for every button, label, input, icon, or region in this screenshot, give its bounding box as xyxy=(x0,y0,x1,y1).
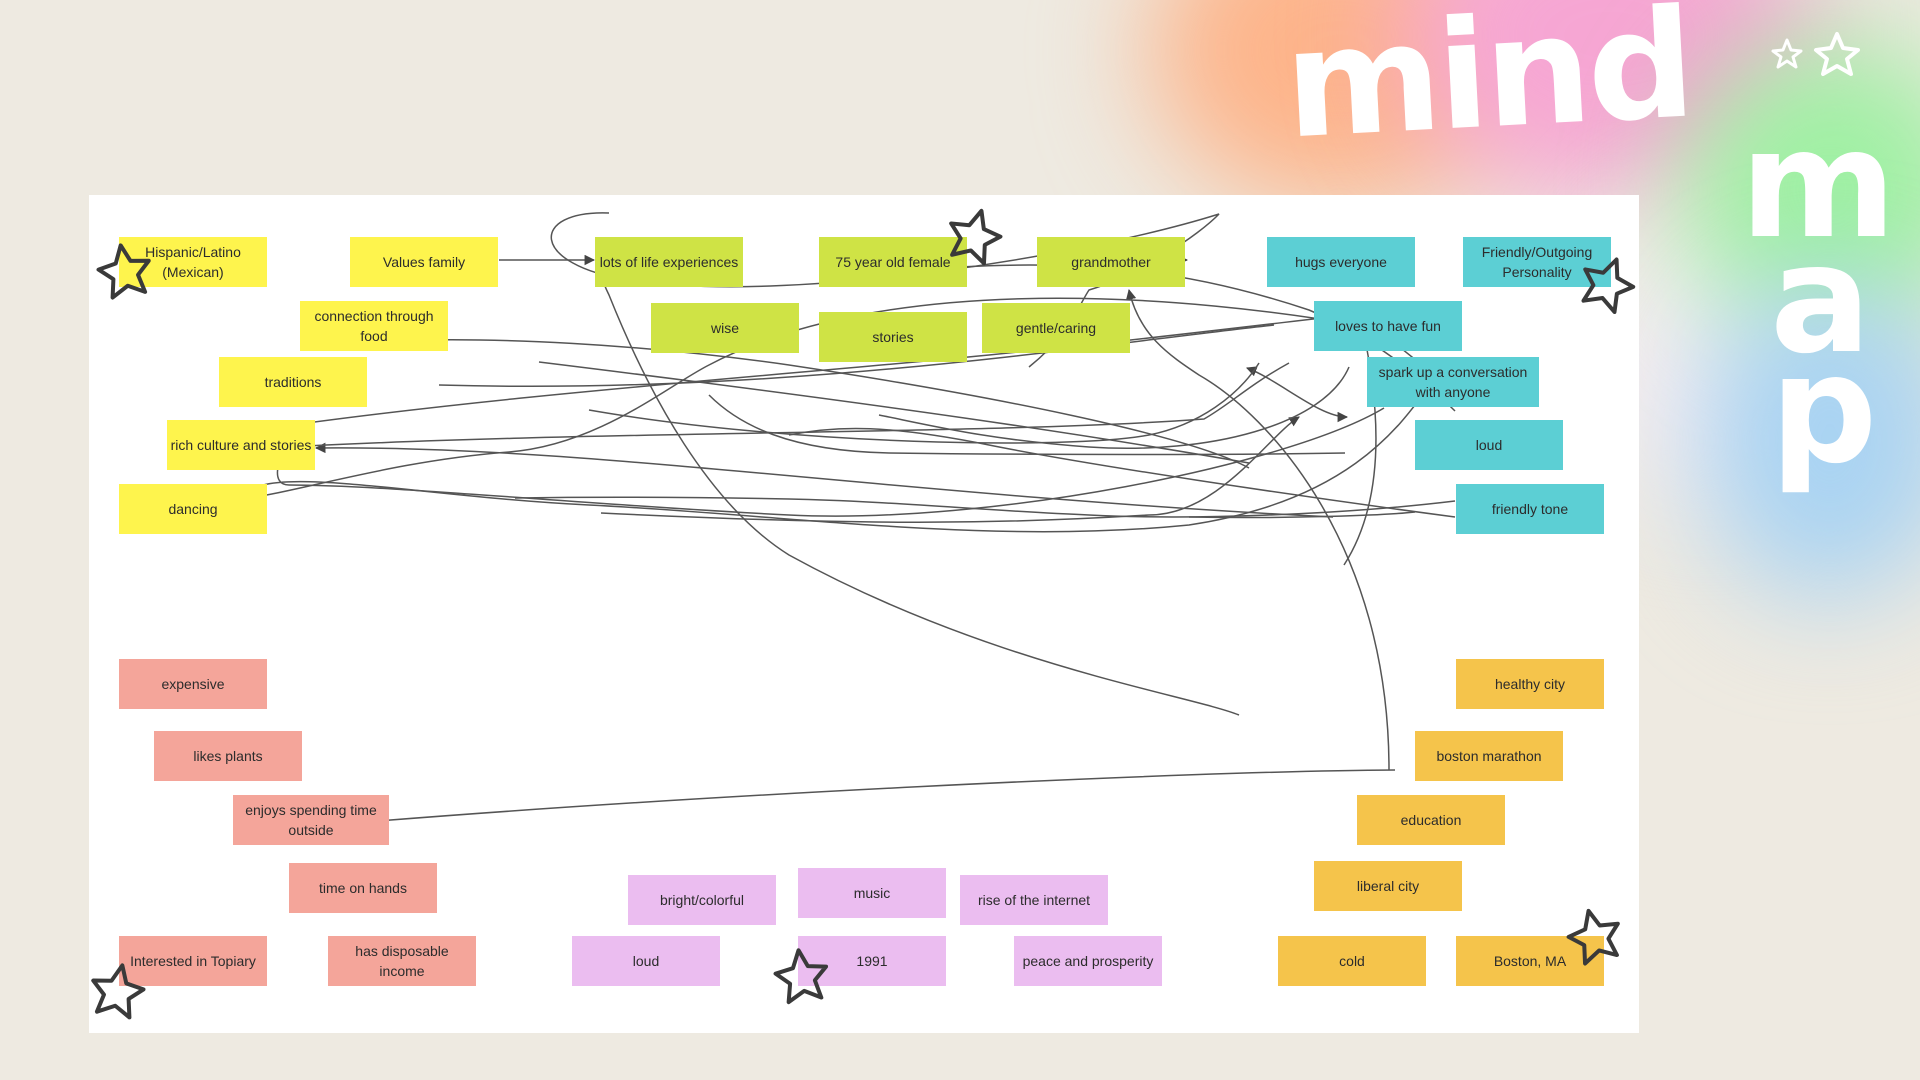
node-1991[interactable]: 1991 xyxy=(798,936,946,986)
node-stories[interactable]: stories xyxy=(819,312,967,362)
connector xyxy=(367,336,1250,469)
node-dancing[interactable]: dancing xyxy=(119,484,267,534)
connector xyxy=(235,362,1450,533)
connector xyxy=(788,427,1456,518)
node-connection-through-food[interactable]: connection through food xyxy=(300,301,448,351)
title-map-letter-m: m xyxy=(1740,98,1897,272)
node-loves-to-have-fun[interactable]: loves to have fun xyxy=(1314,301,1462,351)
node-likes-plants[interactable]: likes plants xyxy=(154,731,302,781)
node-bright-colorful[interactable]: bright/colorful xyxy=(628,875,776,925)
connector xyxy=(708,394,1346,456)
node-lots-of-life-experiences[interactable]: lots of life experiences xyxy=(595,237,743,287)
node-boston-ma[interactable]: Boston, MA xyxy=(1456,936,1604,986)
title-mind: mind xyxy=(1280,0,1696,173)
node-wise[interactable]: wise xyxy=(651,303,799,353)
connector xyxy=(588,362,1260,444)
node-era-loud[interactable]: loud xyxy=(572,936,720,986)
connector xyxy=(538,361,1250,464)
node-cold[interactable]: cold xyxy=(1278,936,1426,986)
node-enjoys-spending-time-outside[interactable]: enjoys spending time outside xyxy=(233,795,389,845)
node-hispanic-latino[interactable]: Hispanic/Latino (Mexican) xyxy=(119,237,267,287)
connector xyxy=(1125,288,1390,771)
node-education[interactable]: education xyxy=(1357,795,1505,845)
connector xyxy=(438,324,1275,388)
connector xyxy=(276,407,1385,517)
connector xyxy=(514,496,1456,518)
node-gentle-caring[interactable]: gentle/caring xyxy=(982,303,1130,353)
node-liberal-city[interactable]: liberal city xyxy=(1314,861,1462,911)
title-map-letter-p: p xyxy=(1770,323,1878,497)
node-peace-and-prosperity[interactable]: peace and prosperity xyxy=(1014,936,1162,986)
connector xyxy=(1246,366,1349,423)
node-music[interactable]: music xyxy=(798,868,946,918)
node-rich-culture-and-stories[interactable]: rich culture and stories xyxy=(167,420,315,470)
node-healthy-city[interactable]: healthy city xyxy=(1456,659,1604,709)
connector xyxy=(1188,511,1416,519)
node-personality-loud[interactable]: loud xyxy=(1415,420,1563,470)
mind-map-canvas: Hispanic/Latino (Mexican) Values family … xyxy=(89,195,1639,1033)
node-friendly-outgoing-personality[interactable]: Friendly/Outgoing Personality xyxy=(1463,237,1611,287)
node-hugs-everyone[interactable]: hugs everyone xyxy=(1267,237,1415,287)
node-spark-up-a-conversation[interactable]: spark up a conversation with anyone xyxy=(1367,357,1539,407)
sparkle-stars-icon xyxy=(1771,32,1860,76)
node-75-year-old-female[interactable]: 75 year old female xyxy=(819,237,967,287)
connector xyxy=(600,416,1300,524)
node-has-disposable-income[interactable]: has disposable income xyxy=(328,936,476,986)
connector xyxy=(328,769,1396,826)
gradient-blob-blue xyxy=(1700,280,1920,600)
connector xyxy=(597,239,1240,716)
node-expensive[interactable]: expensive xyxy=(119,659,267,709)
node-values-family[interactable]: Values family xyxy=(350,237,498,287)
connector xyxy=(314,442,1334,518)
node-time-on-hands[interactable]: time on hands xyxy=(289,863,437,913)
node-friendly-tone[interactable]: friendly tone xyxy=(1456,484,1604,534)
title-map-letter-a: a xyxy=(1770,213,1872,387)
node-traditions[interactable]: traditions xyxy=(219,357,367,407)
connector xyxy=(878,366,1350,450)
node-boston-marathon[interactable]: boston marathon xyxy=(1415,731,1563,781)
node-interested-in-topiary[interactable]: Interested in Topiary xyxy=(119,936,267,986)
node-rise-of-the-internet[interactable]: rise of the internet xyxy=(960,875,1108,925)
node-grandmother[interactable]: grandmother xyxy=(1037,237,1185,287)
connector xyxy=(268,362,1290,449)
